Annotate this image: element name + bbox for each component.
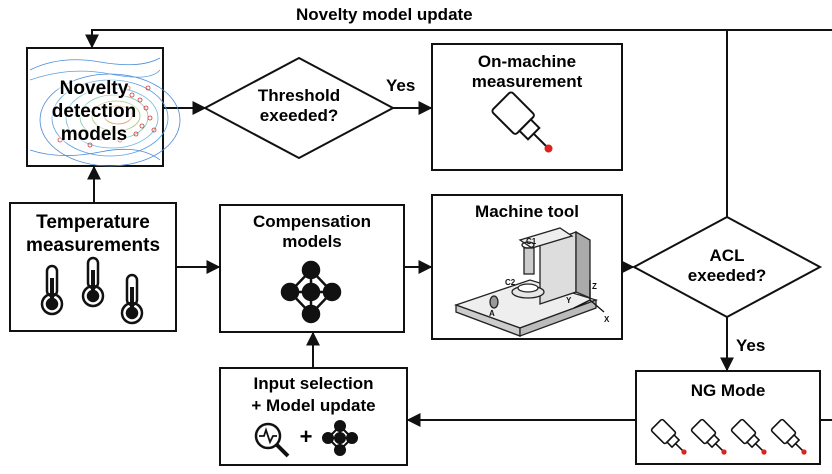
yes-acl-label: Yes <box>736 336 766 355</box>
yes-threshold-label: Yes <box>386 76 416 95</box>
small-network-icon <box>322 420 358 456</box>
acl-diamond <box>631 215 823 319</box>
input-selection-label-1: Input selection <box>253 374 374 393</box>
threshold-diamond <box>202 56 396 160</box>
novelty-update-label: Novelty model update <box>296 5 473 24</box>
search-signal-icon <box>254 422 290 458</box>
axis-c1-label: C1 <box>526 237 537 246</box>
probe-icon <box>690 418 727 455</box>
compensation-label: Compensation models <box>252 212 372 252</box>
threshold-label: Threshold exeeded? <box>257 86 341 126</box>
contour-plot-image <box>29 57 181 167</box>
machine-axis-labels: C1 C2 Z Y X A <box>489 237 610 324</box>
ng-mode-box <box>635 370 821 465</box>
probe-icon <box>730 418 767 455</box>
ng-mode-label: NG Mode <box>690 381 766 400</box>
input-selection-box <box>219 367 408 466</box>
probe-icon <box>770 418 807 455</box>
connectors <box>85 29 832 427</box>
probe-icon <box>491 91 553 153</box>
thermometer-icon <box>40 256 144 325</box>
machine-tool-drawing <box>454 227 605 337</box>
axis-y-label: Y <box>566 296 572 305</box>
measurement-label: On-machine measurement <box>471 52 583 92</box>
machine-tool-label: Machine tool <box>475 202 579 221</box>
probe-icon <box>650 418 687 455</box>
axis-z-label: Z <box>592 282 597 291</box>
temperature-box <box>9 202 177 332</box>
novelty-detection-label: Novelty detection models <box>51 78 137 145</box>
axis-a-label: A <box>489 309 495 318</box>
network-graph-icon <box>280 260 342 324</box>
axis-x-label: X <box>604 315 610 324</box>
acl-label: ACL exeeded? <box>687 246 767 286</box>
temperature-label: Temperature measurements <box>25 212 161 256</box>
ng-probes <box>650 418 807 455</box>
novelty-update-arrow <box>85 29 832 49</box>
input-selection-label-2: + Model update <box>251 396 376 415</box>
axis-c2-label: C2 <box>505 278 516 287</box>
plus-sign: + <box>299 424 313 449</box>
